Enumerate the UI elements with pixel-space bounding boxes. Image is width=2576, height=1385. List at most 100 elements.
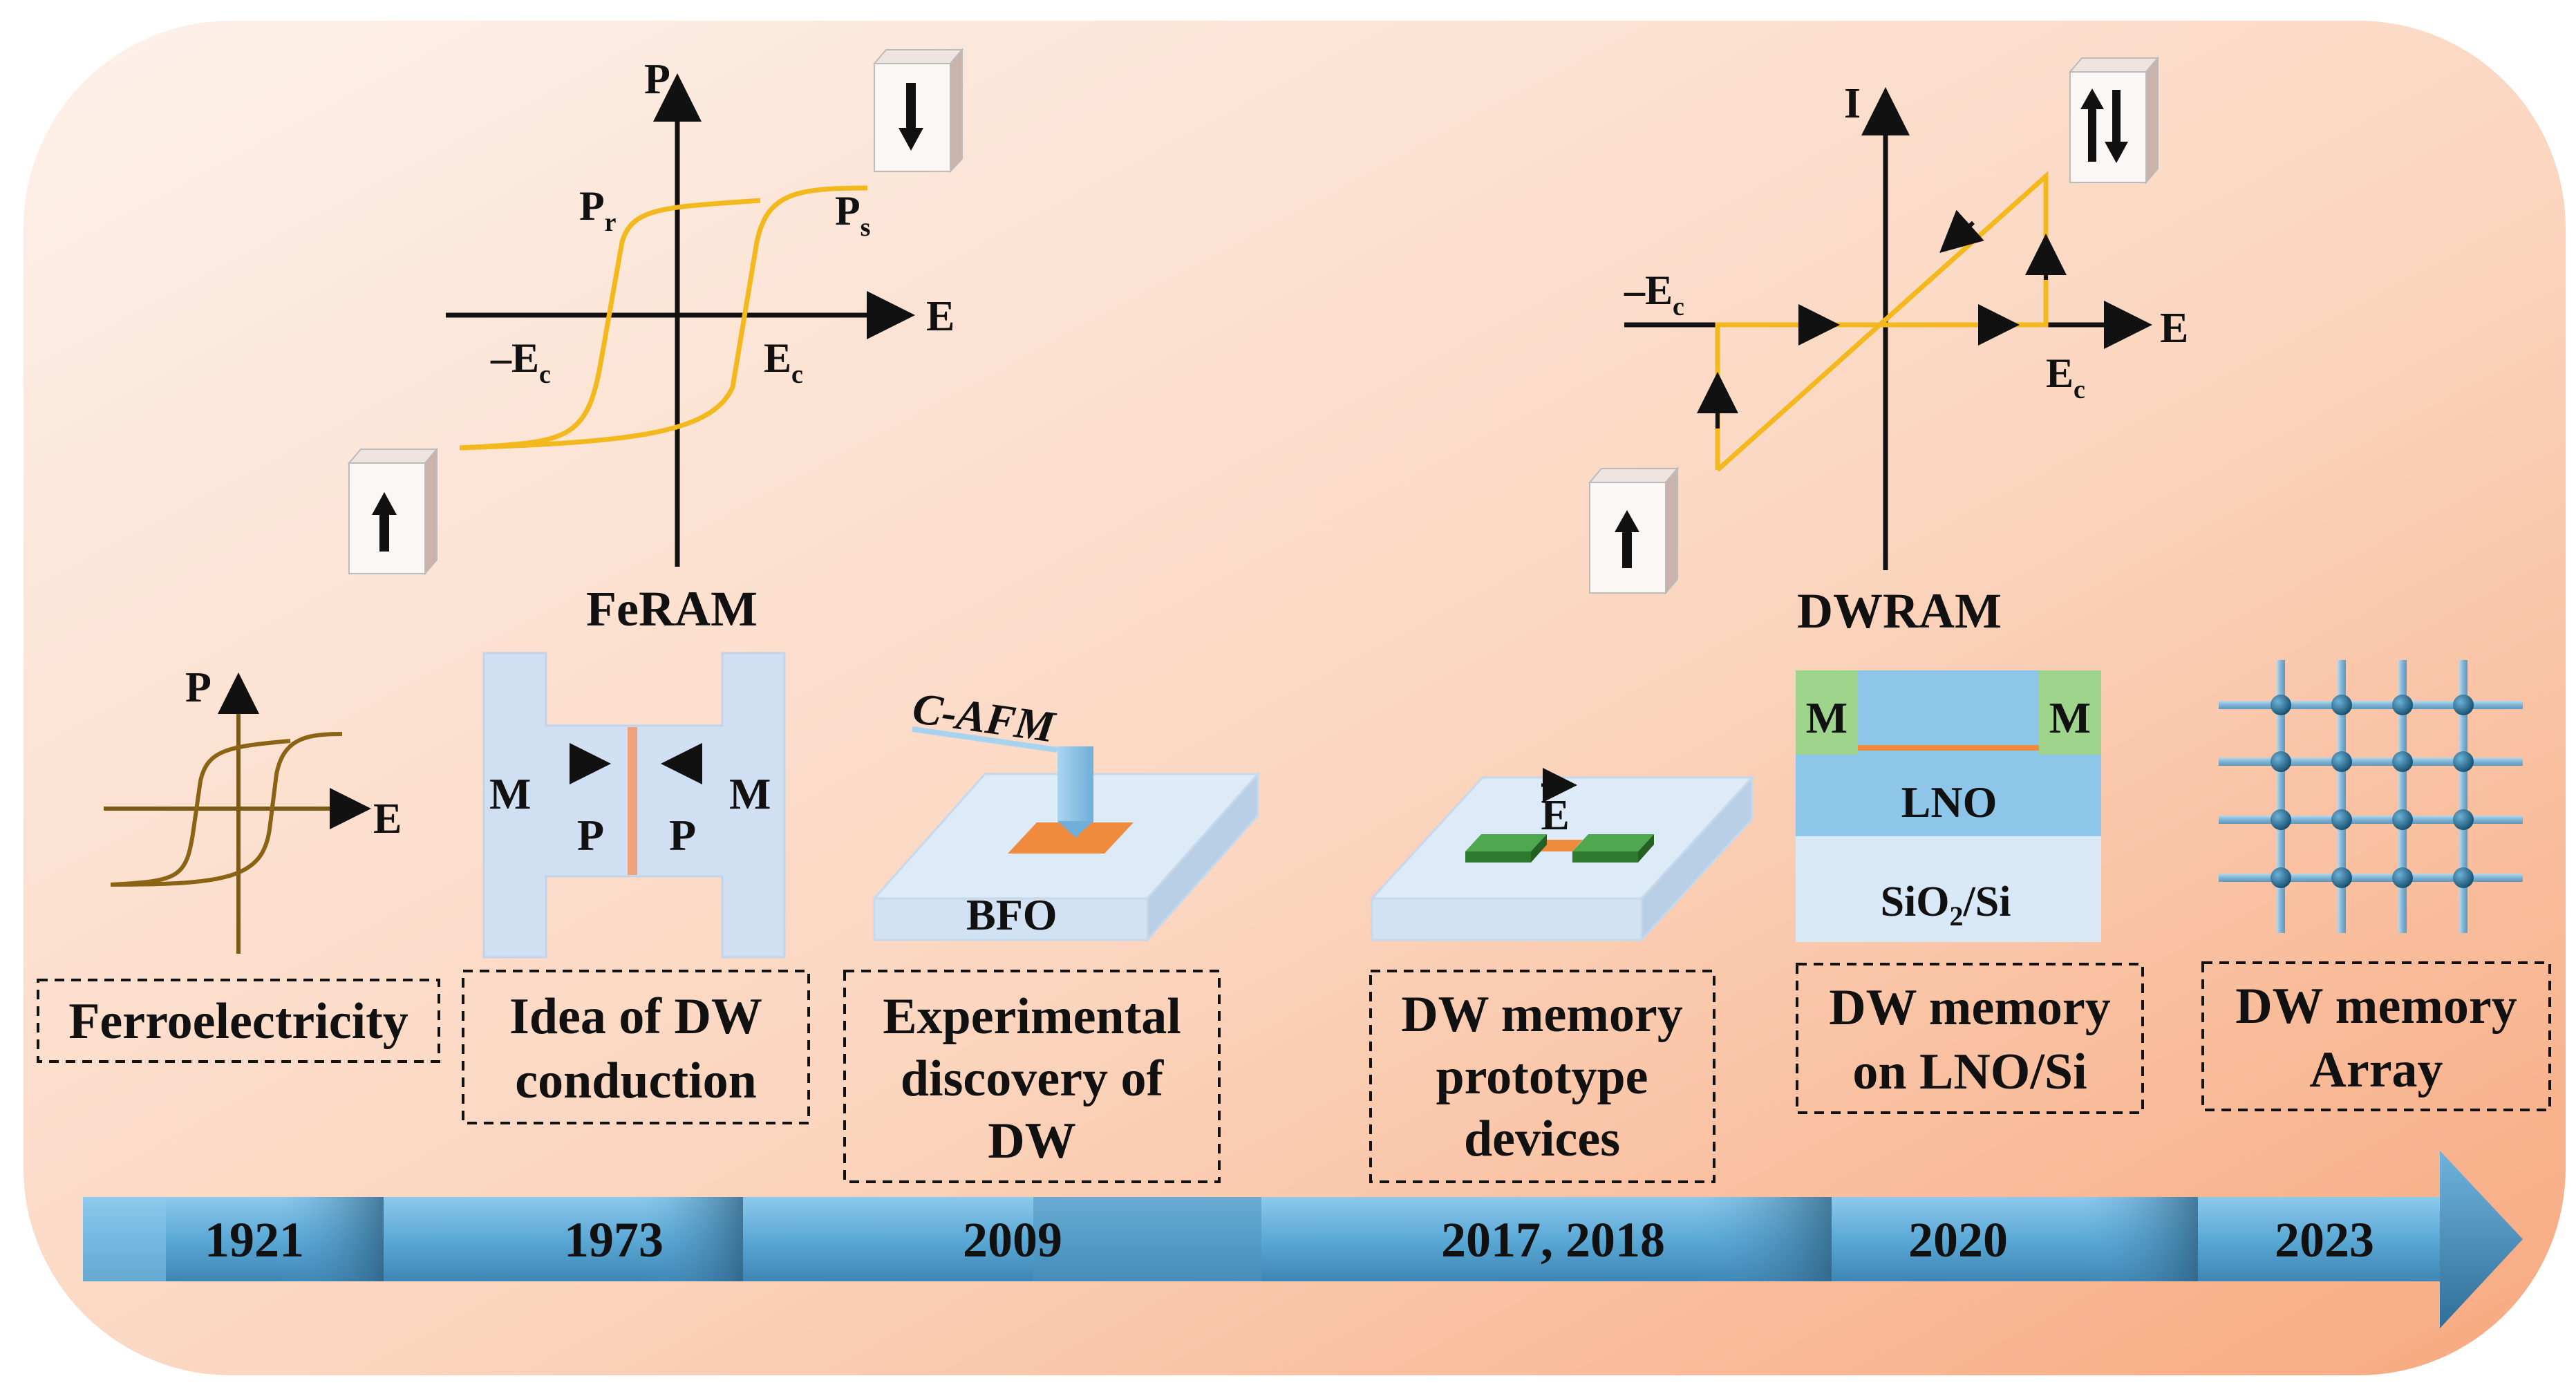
year-4: 2017, 2018 (1441, 1212, 1665, 1268)
year-5: 2020 (1908, 1212, 2008, 1268)
dwram-ec-label: Ec (2046, 350, 2085, 404)
feram-title: FeRAM (586, 581, 758, 637)
array-node (2453, 809, 2474, 830)
feram-ec-label: Ec (764, 335, 803, 389)
array-node (2271, 695, 2291, 715)
caption-box-5: DW memory on LNO/Si (1796, 963, 2144, 1114)
prototype-field-label: E (1541, 792, 1569, 839)
dw-idea-m-right: M (729, 769, 771, 818)
feram-panel: P E Pr Ps –Ec Ec FeRAM (347, 48, 964, 637)
array-row-line (2219, 874, 2523, 882)
sio2-layer (1796, 836, 2101, 942)
lno-m-left-block (1796, 670, 1858, 755)
feram-axis-e: E (926, 293, 955, 340)
caption-box-2: Idea of DW conduction (462, 970, 810, 1124)
array-column-line (2459, 660, 2467, 933)
year-2: 1973 (564, 1212, 664, 1268)
bfo-substrate-side (1146, 771, 1259, 943)
array-node (2271, 751, 2291, 772)
feram-pr-label: Pr (579, 183, 617, 237)
memory-array-illustration (2219, 660, 2523, 933)
caption-4-line-2: prototype (1436, 1048, 1648, 1105)
prototype-substrate-side (1640, 775, 1754, 943)
dwram-neg-ec-label: –Ec (1624, 267, 1684, 321)
cube-up-dwram (1588, 467, 1680, 595)
caption-box-3: Experimental discovery of DW (843, 970, 1221, 1183)
caption-3-line-1: Experimental (883, 988, 1181, 1045)
cube-down (872, 48, 964, 173)
array-node (2392, 751, 2413, 772)
dwram-arrow-diag (1939, 209, 1984, 254)
array-node (2392, 695, 2413, 715)
timeline-band (83, 1197, 2447, 1281)
array-node (2453, 695, 2474, 715)
cafm-probe (1057, 746, 1093, 822)
dwram-title: DWRAM (1797, 583, 2002, 639)
caption-box-1: Ferroelectricity (37, 979, 440, 1063)
cube-updown (2068, 56, 2160, 185)
arrow-up-icon (372, 492, 397, 552)
arrow-down-icon (899, 83, 923, 151)
ferro-illustration: P E (104, 664, 402, 954)
sio2-layer-label: SiO2/Si (1881, 878, 2011, 932)
array-column-line (2338, 660, 2346, 933)
caption-6-line-1: DW memory (2235, 978, 2517, 1035)
lno-layer (1796, 760, 2101, 836)
array-column-line (2398, 660, 2407, 933)
feram-ps-label: Ps (835, 188, 870, 242)
dwram-panel: I E –Ec Ec DWRAM (1588, 56, 2188, 639)
array-row-line (2219, 757, 2523, 766)
dw-idea-illustration: M M P P (482, 652, 786, 959)
ferro-loop-lower (110, 739, 291, 887)
dwram-axis-e: E (2160, 305, 2188, 352)
lno-m-left: M (1806, 693, 1848, 742)
array-node (2271, 809, 2291, 830)
array-column-line (2277, 660, 2285, 933)
caption-6-line-2: Array (2309, 1042, 2443, 1098)
bfo-label: BFO (966, 890, 1057, 939)
array-node (2392, 867, 2413, 888)
lno-m-right-block (2039, 670, 2101, 755)
lno-layer-label: LNO (1901, 778, 1997, 827)
feram-neg-ec-label: –Ec (490, 335, 551, 389)
caption-5-line-1: DW memory (1829, 979, 2111, 1036)
feram-axis-p: P (644, 56, 670, 103)
array-node (2392, 809, 2413, 830)
timeline-arrow-head (2440, 1151, 2523, 1328)
array-row-line (2219, 816, 2523, 824)
lno-illustration: M M LNO SiO2/Si (1796, 670, 2101, 942)
lno-m-right: M (2049, 693, 2091, 742)
dwram-axis-i: I (1844, 80, 1861, 127)
bfo-domain-patch (1008, 822, 1134, 854)
ferro-loop-upper (110, 732, 343, 887)
dw-idea-p-left: P (577, 811, 604, 860)
caption-box-4: DW memory prototype devices (1369, 970, 1715, 1183)
ferro-axis-e: E (373, 795, 402, 842)
caption-3-line-2: discovery of (901, 1050, 1165, 1107)
cafm-cantilever (912, 726, 1058, 753)
arrow-up-icon (1615, 510, 1639, 568)
array-node (2331, 751, 2352, 772)
caption-2-line-1: Idea of DW (509, 988, 762, 1045)
caption-box-6: DW memory Array (2201, 961, 2551, 1111)
caption-3-line-3: DW (988, 1113, 1075, 1169)
year-1: 1921 (205, 1212, 304, 1268)
dw-idea-p-right: P (669, 811, 696, 860)
feram-loop-upper (459, 185, 868, 451)
prototype-substrate-front (1371, 897, 1643, 941)
year-3: 2009 (963, 1212, 1062, 1268)
prototype-illustration: E (1369, 768, 1755, 943)
prototype-electrode-left (1465, 834, 1547, 863)
caption-1-line-1: Ferroelectricity (68, 993, 408, 1050)
caption-4-line-1: DW memory (1401, 986, 1683, 1043)
cafm-illustration: C-AFM BFO (872, 684, 1261, 943)
timeline-arrow: 1921 1973 2009 2017, 2018 2020 2023 (83, 1151, 2523, 1328)
ferro-axis-p: P (185, 664, 211, 711)
year-6: 2023 (2275, 1212, 2374, 1268)
dw-idea-m-left: M (489, 769, 531, 818)
feram-loop-lower (459, 198, 761, 451)
array-node (2453, 751, 2474, 772)
cube-up-feram (347, 447, 439, 576)
array-node (2331, 809, 2352, 830)
